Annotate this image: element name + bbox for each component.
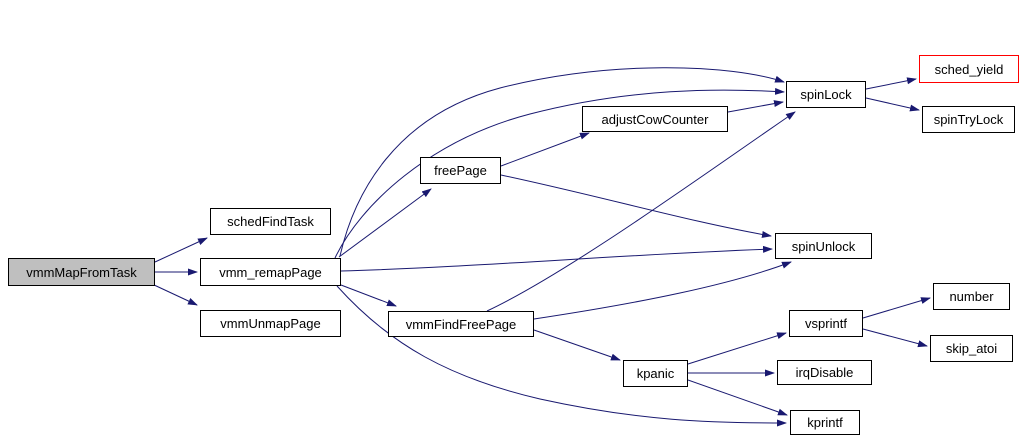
graph-node-vmm_remapPage[interactable]: vmm_remapPage <box>200 258 341 286</box>
graph-node-spinTryLock[interactable]: spinTryLock <box>922 106 1015 133</box>
graph-node-irqDisable[interactable]: irqDisable <box>777 360 872 385</box>
graph-node-schedFindTask[interactable]: schedFindTask <box>210 208 331 235</box>
edge-vsprintf-to-skip_atoi <box>862 328 928 348</box>
edge-vmmMapFromTask-to-schedFindTask <box>154 237 208 263</box>
edge-vmmMapFromTask-to-vmmUnmapPage <box>151 283 198 306</box>
edge-vmm_remapPage-to-freePage <box>338 188 432 258</box>
graph-node-vmmMapFromTask[interactable]: vmmMapFromTask <box>8 258 155 286</box>
edge-vmm_remapPage-to-vmmFindFreePage <box>340 284 397 307</box>
graph-node-freePage[interactable]: freePage <box>420 157 501 184</box>
edge-vmmFindFreePage-to-spinUnlock <box>533 261 792 320</box>
graph-node-spinLock[interactable]: spinLock <box>786 81 866 108</box>
graph-node-vmmFindFreePage[interactable]: vmmFindFreePage <box>388 311 534 337</box>
edge-vmm_remapPage-to-spinUnlock <box>340 245 773 272</box>
graph-node-sched_yield[interactable]: sched_yield <box>919 55 1019 83</box>
graph-node-vsprintf[interactable]: vsprintf <box>789 310 863 337</box>
edge-vmm_remapPage-to-spinLock <box>339 67 785 257</box>
edge-spinLock-to-sched_yield <box>865 77 917 90</box>
edge-adjustCowCounter-to-spinLock <box>727 100 784 113</box>
edge-freePage-to-adjustCowCounter <box>500 132 590 167</box>
graph-node-kprintf[interactable]: kprintf <box>790 410 860 435</box>
graph-node-spinUnlock[interactable]: spinUnlock <box>775 233 872 259</box>
edge-kpanic-to-vsprintf <box>687 332 787 365</box>
edge-vmmFindFreePage-to-spinLock <box>486 111 796 312</box>
graph-node-number[interactable]: number <box>933 283 1010 310</box>
graph-node-kpanic[interactable]: kpanic <box>623 360 688 387</box>
graph-node-adjustCowCounter[interactable]: adjustCowCounter <box>582 106 728 132</box>
edge-vmmFindFreePage-to-kpanic <box>533 329 621 361</box>
edge-kpanic-to-kprintf <box>687 379 788 416</box>
graph-node-skip_atoi[interactable]: skip_atoi <box>930 335 1013 362</box>
edge-vsprintf-to-number <box>862 297 931 319</box>
edge-spinLock-to-spinTryLock <box>865 97 920 112</box>
graph-node-vmmUnmapPage[interactable]: vmmUnmapPage <box>200 310 341 337</box>
edge-freePage-to-spinUnlock <box>500 174 772 238</box>
edge-vmm_remapPage-to-spinLock <box>334 87 785 259</box>
